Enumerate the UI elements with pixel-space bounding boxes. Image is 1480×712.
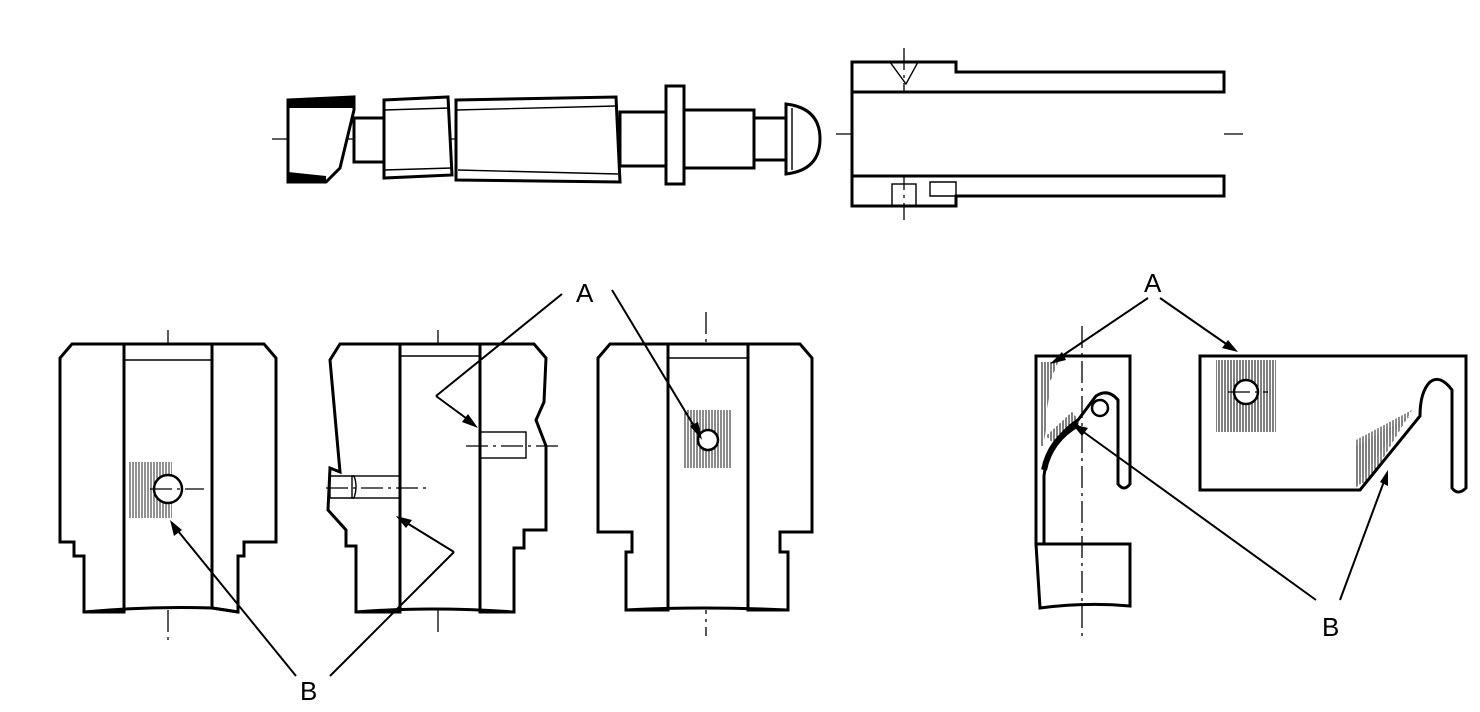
bracket-right (1198, 354, 1468, 494)
label-b-left: B (300, 676, 317, 706)
bushing-3 (596, 312, 814, 636)
bushing-1 (58, 330, 278, 640)
leader-lines (170, 289, 1388, 677)
label-a-right: A (1144, 268, 1162, 298)
label-b-right: B (1322, 612, 1339, 642)
label-a-left: A (576, 278, 594, 308)
bracket-left (1034, 326, 1132, 640)
shaft-part (272, 84, 822, 186)
bushing-2 (326, 330, 560, 632)
tube-section (836, 48, 1246, 220)
